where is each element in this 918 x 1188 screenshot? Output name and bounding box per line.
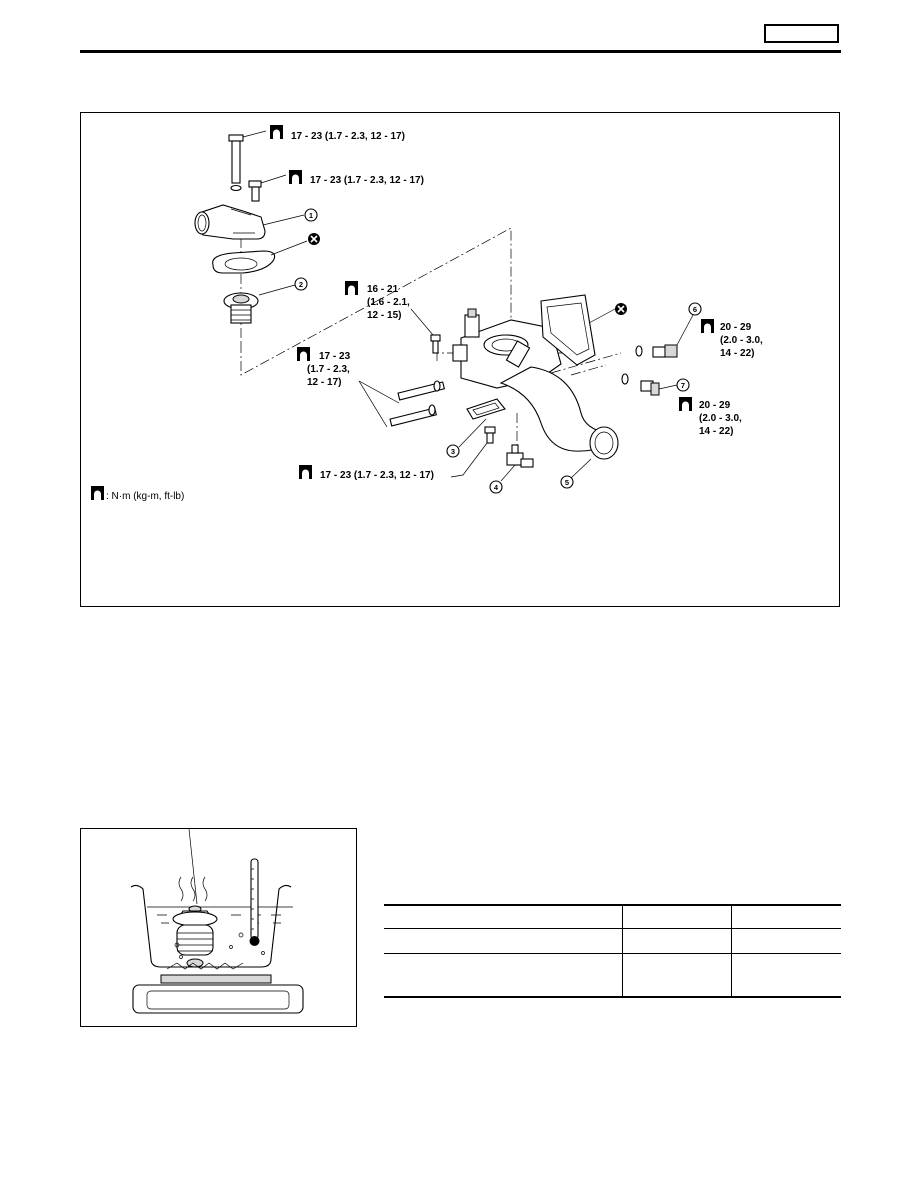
water-pipe <box>499 366 619 460</box>
torque-6-line-3: 14 - 22) <box>720 348 754 359</box>
part-number-7 <box>676 378 690 392</box>
svg-text:5: 5 <box>565 478 569 487</box>
drain-cock <box>506 444 534 468</box>
table-header-cell <box>622 904 732 929</box>
table-row <box>384 953 841 998</box>
torque-wrench-icon <box>299 465 312 479</box>
bubbles <box>174 932 265 959</box>
table-cell <box>622 953 732 998</box>
torque-4-line-3: 12 - 17) <box>307 377 341 388</box>
torque-3-line-3: 12 - 15) <box>367 310 401 321</box>
torque-wrench-icon <box>270 125 283 139</box>
torque-6-line-1: 20 - 29 <box>720 322 752 333</box>
torque-3-line-2: (1.6 - 2.1, <box>367 297 410 308</box>
part-number-4 <box>489 480 503 494</box>
svg-text:2: 2 <box>299 280 303 289</box>
short-bolt <box>248 180 262 202</box>
thermal-transmitter <box>621 373 660 396</box>
heater-icon <box>132 962 304 1014</box>
torque-wrench-icon <box>91 486 104 500</box>
torque-7-line-3: 14 - 22) <box>699 426 733 437</box>
part-number-2 <box>294 277 308 291</box>
table-row <box>384 928 841 954</box>
torque-wrench-icon <box>289 170 302 184</box>
part-number-3 <box>446 444 460 458</box>
thermostat-test-figure <box>80 828 357 1027</box>
long-bolt-lower <box>389 404 438 427</box>
do-not-reuse-icon <box>614 302 628 316</box>
table-cell <box>731 928 841 954</box>
table-header-row <box>384 904 841 929</box>
torque-7-line-2: (2.0 - 3.0, <box>699 413 742 424</box>
torque-7-line-1: 20 - 29 <box>699 400 731 411</box>
table-cell <box>731 953 841 998</box>
svg-text:6: 6 <box>693 305 697 314</box>
exploded-diagram: 17 - 23 (1.7 - 2.3, 12 - 17) 17 - 23 (1.… <box>80 112 840 607</box>
part-number-5 <box>560 475 574 489</box>
part-number-6 <box>688 302 702 316</box>
torque-wrench-icon <box>297 347 310 361</box>
thermometer-icon <box>249 858 260 946</box>
table-cell <box>384 929 623 954</box>
torque-wrench-icon <box>679 397 692 411</box>
section-code-box <box>764 24 839 43</box>
table-header-cell <box>731 904 841 929</box>
thermostat-icon <box>172 905 218 968</box>
outlet-gasket <box>212 250 276 274</box>
svg-text:3: 3 <box>451 447 455 456</box>
table-header-cell <box>384 904 623 929</box>
small-gasket <box>466 398 506 420</box>
torque-wrench-icon <box>701 319 714 333</box>
long-bolt-upper <box>397 380 446 401</box>
torque-4-line-1: 17 - 23 <box>319 351 351 362</box>
table-cell <box>622 928 732 954</box>
thermostat-test-svg <box>130 828 304 1014</box>
part-number-1 <box>304 208 318 222</box>
rear-gasket <box>540 294 596 366</box>
do-not-reuse-icon <box>307 232 321 246</box>
thermostat-spec-table <box>384 904 841 998</box>
svg-text:4: 4 <box>494 483 499 492</box>
water-outlet <box>194 204 266 240</box>
svg-text:1: 1 <box>309 211 313 220</box>
exploded-diagram-svg: 17 - 23 (1.7 - 2.3, 12 - 17) 17 - 23 (1.… <box>91 125 763 502</box>
header-rule <box>80 50 841 53</box>
steam-icon <box>178 876 208 902</box>
torque-legend: : N·m (kg-m, ft-lb) <box>106 491 184 502</box>
torque-6-line-2: (2.0 - 3.0, <box>720 335 763 346</box>
torque-1: 17 - 23 (1.7 - 2.3, 12 - 17) <box>291 131 405 142</box>
torque-2: 17 - 23 (1.7 - 2.3, 12 - 17) <box>310 175 424 186</box>
table-cell <box>384 953 623 998</box>
small-bolt <box>430 334 441 354</box>
thermostat <box>223 292 259 324</box>
torque-3-line-1: 16 - 21 <box>367 284 399 295</box>
torque-5: 17 - 23 (1.7 - 2.3, 12 - 17) <box>320 470 434 481</box>
temperature-sensor <box>635 344 678 358</box>
top-bolt <box>228 134 244 192</box>
torque-4-line-2: (1.7 - 2.3, <box>307 364 350 375</box>
mount-bolt <box>484 426 496 444</box>
torque-wrench-icon <box>345 281 358 295</box>
svg-text:7: 7 <box>681 381 685 390</box>
